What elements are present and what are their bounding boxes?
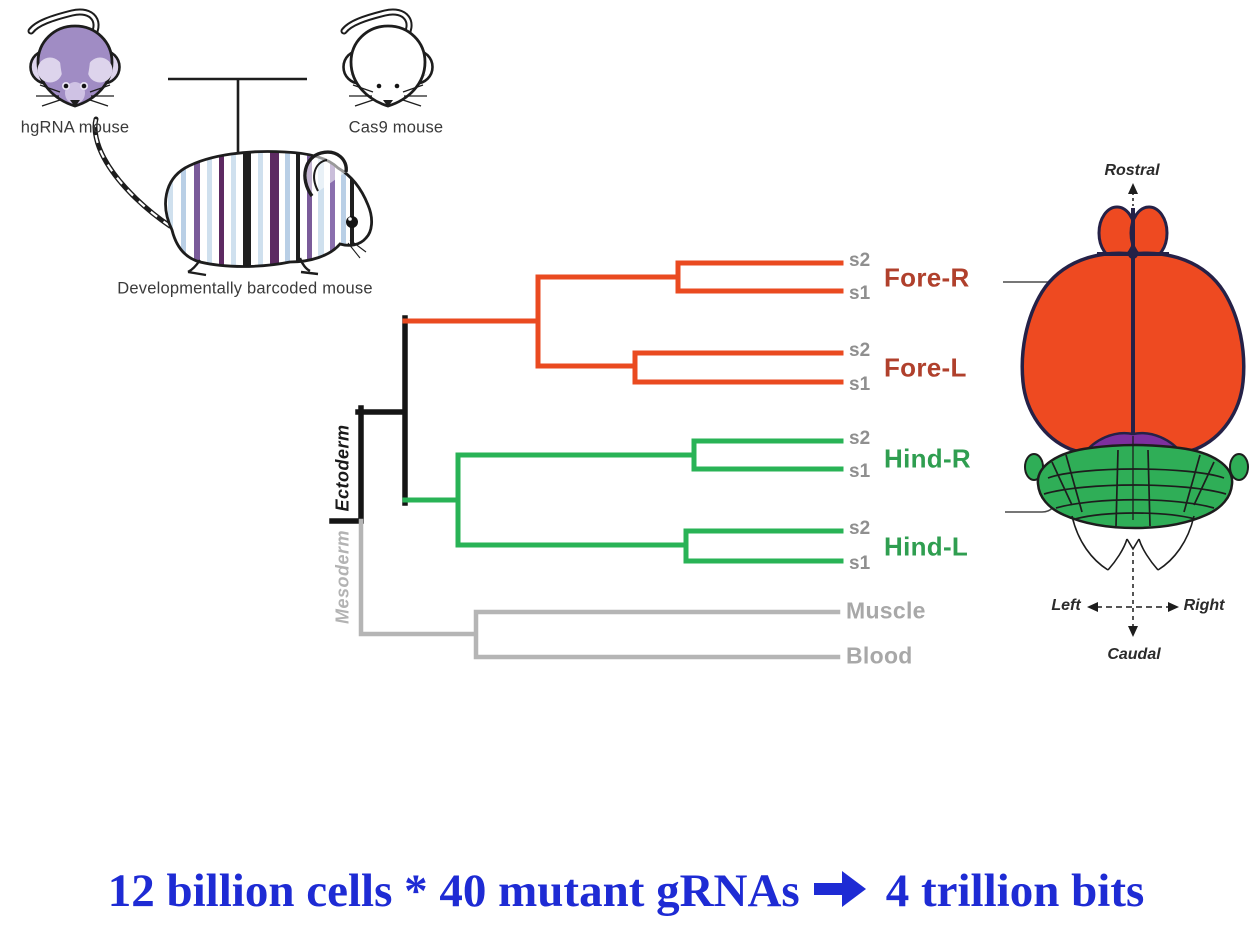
leaf-label-hind-l-s2: s2: [849, 518, 871, 539]
mouse-nose: [383, 100, 393, 107]
mouse-eye: [346, 216, 358, 228]
leaf-label-hind-r-s1: s1: [849, 461, 871, 482]
brainstem-outline: [1071, 515, 1195, 571]
leaf-label-fore-r-s1: s1: [849, 283, 871, 304]
cas9-mouse-label: Cas9 mouse: [348, 118, 444, 137]
leaf-label-fore-l-s2: s2: [849, 340, 871, 361]
cas9-mouse-drawing: [340, 8, 434, 108]
thick-right-arrow-icon: [813, 866, 866, 920]
barcoded-mouse-label: Developmentally barcoded mouse: [117, 279, 373, 298]
forebrain-branch-orange: [402, 260, 844, 385]
bregma-dot: [1128, 249, 1138, 259]
mouse-eye: [81, 83, 87, 89]
group-label-fore-l: Fore-L: [884, 352, 967, 383]
mouse-eye: [63, 83, 69, 89]
group-label-muscle: Muscle: [846, 597, 926, 624]
mouse-whiskers: [349, 84, 427, 107]
root-branch-black: [329, 315, 408, 524]
leaf-label-fore-r-s2: s2: [849, 250, 871, 271]
group-label-blood: Blood: [846, 642, 913, 669]
caption-text-left: 12 billion cells * 40 mutant gRNAs: [107, 865, 800, 917]
caudal-label: Caudal: [1107, 646, 1161, 663]
caption-text-right: 4 trillion bits: [885, 865, 1145, 917]
leaf-label-hind-r-s2: s2: [849, 428, 871, 449]
rostral-label: Rostral: [1104, 162, 1160, 179]
germ-layer-label-ectoderm: Ectoderm: [332, 424, 353, 512]
brain-drawing: [1020, 183, 1249, 637]
mouse-eye: [376, 83, 382, 89]
mesoderm-branch-gray: [358, 518, 841, 660]
breeding-cross-lines: [168, 77, 307, 156]
cerebellum: [1036, 443, 1234, 530]
right-label: Right: [1183, 597, 1225, 614]
mouse-eye: [394, 83, 400, 89]
left-label: Left: [1051, 597, 1081, 614]
hgrna-mouse-drawing: [27, 8, 121, 108]
leaf-label-fore-l-s1: s1: [849, 374, 871, 395]
cerebellum-flocculus-right: [1229, 453, 1249, 481]
barcode-stripes: [168, 151, 354, 267]
hindbrain-branch-green: [402, 438, 844, 564]
caption: 12 billion cells * 40 mutant gRNAs 4 tri…: [0, 856, 1252, 926]
group-label-hind-r: Hind-R: [884, 443, 971, 474]
mouse-body-outline: [164, 150, 373, 268]
cerebellum-folds: [1043, 449, 1227, 527]
germ-layer-label-mesoderm: Mesoderm: [332, 529, 353, 625]
mouse-feet: [187, 257, 319, 277]
leaf-label-hind-l-s1: s1: [849, 553, 871, 574]
dendrogram-lines: [329, 260, 844, 660]
group-label-fore-r: Fore-R: [884, 262, 970, 293]
hgrna-mouse-label: hgRNA mouse: [20, 118, 130, 137]
barcoded-mouse-drawing: [92, 116, 373, 277]
mouse-head: [349, 24, 427, 108]
mouse-whiskers: [347, 239, 367, 259]
mouse-nose: [70, 100, 80, 107]
mouse-whiskers: [36, 84, 114, 107]
rostral-caudal-axis: [1087, 183, 1179, 637]
group-label-hind-l: Hind-L: [884, 531, 969, 562]
